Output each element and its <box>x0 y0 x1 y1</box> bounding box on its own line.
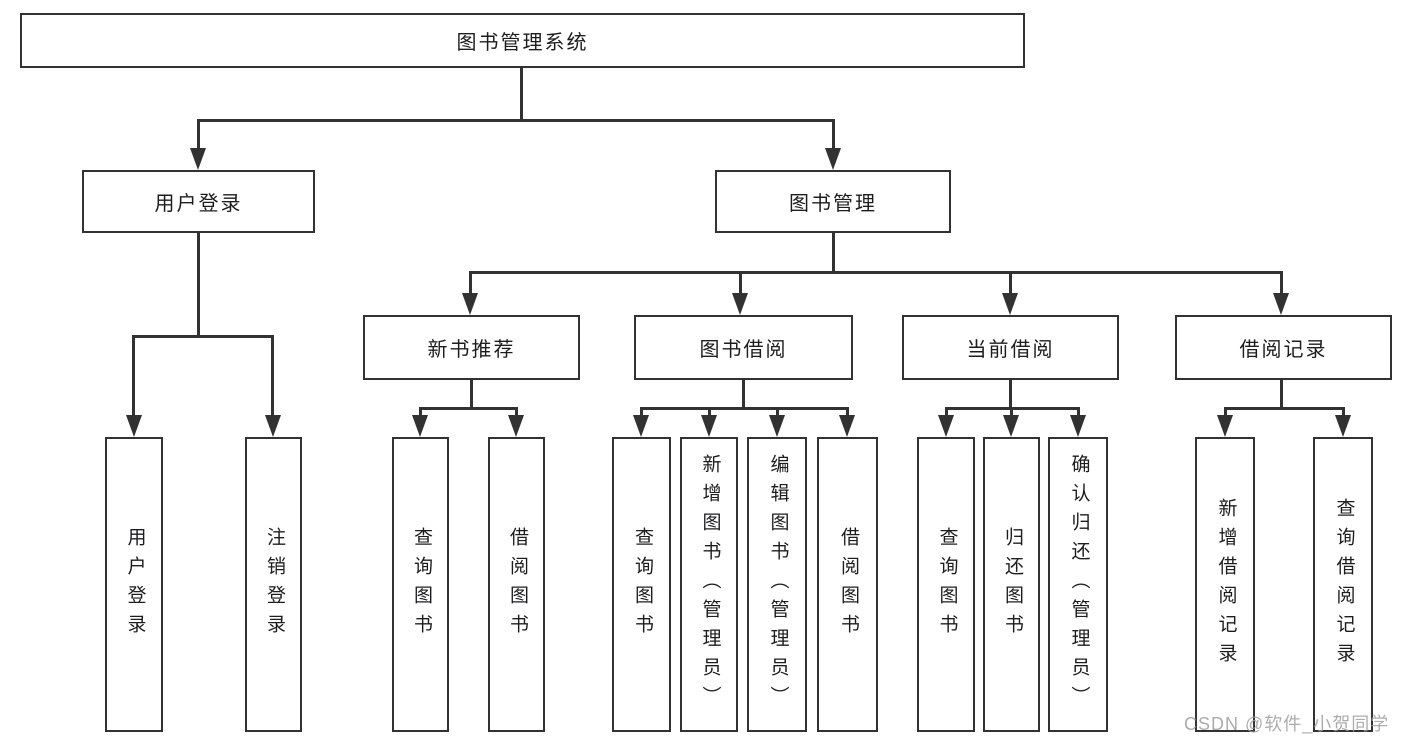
leaf-add-borrow-record-label: 新增借阅记录 <box>1215 497 1237 672</box>
leaf-borrow-books-1-label: 借阅图书 <box>506 526 528 643</box>
connector-line <box>640 407 643 418</box>
node-new-book-recommend-label: 新书推荐 <box>427 339 516 361</box>
node-borrowing-records-label: 借阅记录 <box>1239 339 1328 361</box>
connector-line <box>271 335 274 418</box>
leaf-query-borrow-record-label: 查询借阅记录 <box>1333 497 1355 672</box>
arrow-down-icon <box>126 415 142 437</box>
connector-line <box>640 407 849 410</box>
arrow-down-icon <box>825 148 841 170</box>
arrow-down-icon <box>1070 415 1086 437</box>
connector-line <box>469 271 472 296</box>
connector-line <box>1342 407 1345 418</box>
leaf-query-books-1-label: 查询图书 <box>410 526 432 643</box>
leaf-add-books-admin: 新增图书（管理员） <box>680 437 738 732</box>
connector-line <box>470 380 473 409</box>
arrow-down-icon <box>633 415 649 437</box>
node-book-management: 图书管理 <box>715 170 951 233</box>
leaf-user-login: 用户登录 <box>105 437 163 732</box>
leaf-user-login-label: 用户登录 <box>124 526 146 643</box>
node-root-label: 图书管理系统 <box>456 32 589 54</box>
node-user-login-label: 用户登录 <box>154 193 243 215</box>
connector-line <box>419 407 518 410</box>
leaf-query-books-2-label: 查询图书 <box>631 526 653 643</box>
connector-line <box>197 119 835 122</box>
arrow-down-icon <box>190 148 206 170</box>
connector-line <box>739 271 742 296</box>
node-current-borrowing: 当前借阅 <box>902 315 1119 380</box>
connector-line <box>1010 407 1013 418</box>
arrow-down-icon <box>508 415 524 437</box>
node-root: 图书管理系统 <box>20 13 1025 68</box>
leaf-add-books-admin-label: 新增图书（管理员） <box>699 454 721 715</box>
node-user-login: 用户登录 <box>82 170 315 233</box>
connector-line <box>1009 271 1012 296</box>
arrow-down-icon <box>1002 293 1018 315</box>
connector-line <box>1224 407 1345 410</box>
node-book-borrowing: 图书借阅 <box>634 315 853 380</box>
leaf-edit-books-admin: 编辑图书（管理员） <box>747 437 807 732</box>
leaf-edit-books-admin-label: 编辑图书（管理员） <box>767 454 789 715</box>
node-book-borrowing-label: 图书借阅 <box>699 339 788 361</box>
leaf-borrow-books-1: 借阅图书 <box>488 437 545 732</box>
connector-line <box>742 380 745 409</box>
connector-line <box>515 407 518 418</box>
connector-line <box>832 119 835 151</box>
arrow-down-icon <box>701 415 717 437</box>
arrow-down-icon <box>938 415 954 437</box>
connector-line <box>708 407 711 418</box>
arrow-down-icon <box>1273 293 1289 315</box>
arrow-down-icon <box>1003 415 1019 437</box>
arrow-down-icon <box>265 415 281 437</box>
leaf-borrow-books-2-label: 借阅图书 <box>837 526 859 643</box>
arrow-down-icon <box>1217 415 1233 437</box>
connector-line <box>469 271 1283 274</box>
node-book-management-label: 图书管理 <box>789 193 877 215</box>
leaf-query-books-2: 查询图书 <box>612 437 671 732</box>
connector-line <box>1280 271 1283 296</box>
leaf-query-borrow-record: 查询借阅记录 <box>1313 437 1373 732</box>
node-borrowing-records: 借阅记录 <box>1175 315 1392 380</box>
connector-line <box>1224 407 1227 418</box>
leaf-return-books-label: 归还图书 <box>1001 526 1023 643</box>
leaf-query-books-3: 查询图书 <box>917 437 975 732</box>
connector-line <box>846 407 849 418</box>
node-new-book-recommend: 新书推荐 <box>363 315 580 380</box>
connector-line <box>945 407 948 418</box>
leaf-confirm-return-admin: 确认归还（管理员） <box>1048 437 1108 732</box>
arrow-down-icon <box>839 415 855 437</box>
connector-line <box>1077 407 1080 418</box>
arrow-down-icon <box>769 415 785 437</box>
connector-line <box>832 233 835 274</box>
arrow-down-icon <box>412 415 428 437</box>
connector-line <box>197 119 200 151</box>
csdn-watermark: CSDN @软件_小贺同学 <box>1184 714 1390 734</box>
connector-line <box>419 407 422 418</box>
connector-line <box>520 68 523 120</box>
arrow-down-icon <box>462 293 478 315</box>
connector-line <box>132 335 274 338</box>
connector-line <box>1280 380 1283 409</box>
arrow-down-icon <box>732 293 748 315</box>
leaf-confirm-return-admin-label: 确认归还（管理员） <box>1068 454 1090 715</box>
leaf-query-books-1: 查询图书 <box>392 437 449 732</box>
leaf-logout-label: 注销登录 <box>263 526 285 643</box>
leaf-add-borrow-record: 新增借阅记录 <box>1195 437 1255 732</box>
arrow-down-icon <box>1335 415 1351 437</box>
leaf-return-books: 归还图书 <box>983 437 1040 732</box>
node-current-borrowing-label: 当前借阅 <box>966 339 1055 361</box>
connector-line <box>132 335 135 418</box>
connector-line <box>776 407 779 418</box>
leaf-query-books-3-label: 查询图书 <box>936 526 958 643</box>
leaf-logout: 注销登录 <box>245 437 302 732</box>
connector-line <box>197 233 200 337</box>
leaf-borrow-books-2: 借阅图书 <box>817 437 878 732</box>
connector-line <box>1009 380 1012 409</box>
